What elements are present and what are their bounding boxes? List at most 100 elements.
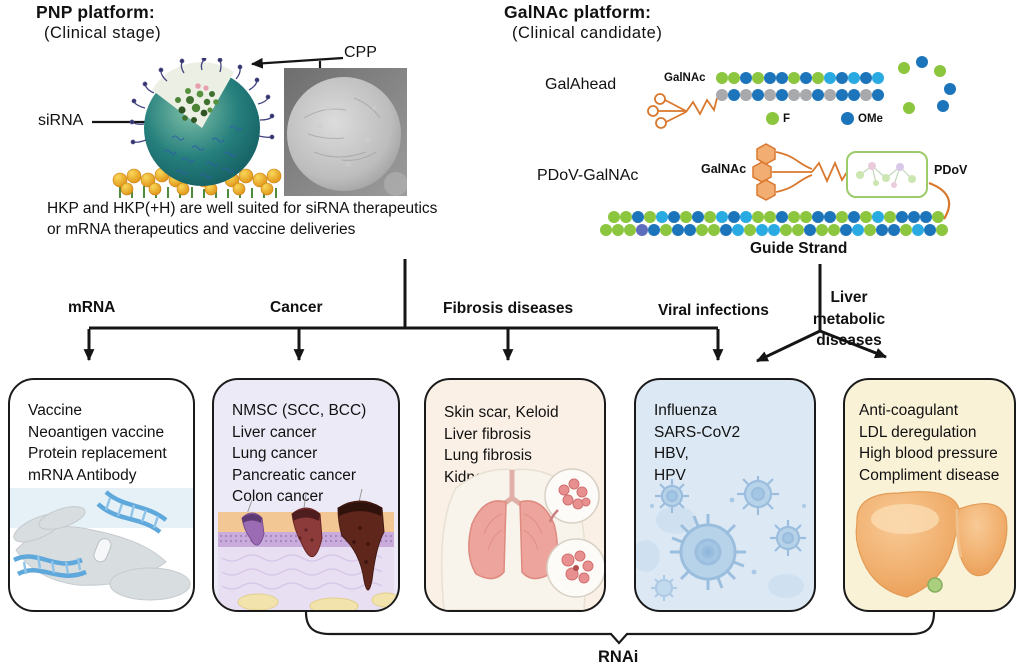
nucleotide-bead [872, 89, 884, 101]
nucleotide-bead [632, 211, 644, 223]
nucleotide-bead [720, 224, 732, 236]
box-item-label: Liver fibrosis [444, 425, 531, 443]
nucleotide-bead [896, 211, 908, 223]
box-item-label: Colon cancer [232, 488, 324, 506]
sirna-cluster [175, 83, 219, 123]
box-item-label: NMSC (SCC, BCC) [232, 402, 367, 419]
nucleotide-bead [800, 211, 812, 223]
galahead-label: GalAhead [545, 76, 617, 93]
nucleotide-bead [920, 211, 932, 223]
nucleotide-bead [800, 89, 812, 101]
nucleotide-bead [824, 89, 836, 101]
box-item-label: Influenza [654, 402, 717, 419]
galahead-top-strand [716, 72, 884, 84]
galahead-linker [647, 93, 718, 129]
nucleotide-bead [732, 224, 744, 236]
nucleotide-bead [752, 89, 764, 101]
galnac-platform-title: GalNAc platform: [504, 2, 652, 22]
pdov-label: PDoV [934, 163, 968, 177]
nucleotide-bead [924, 224, 936, 236]
nucleotide-bead [848, 89, 860, 101]
pdov-molecule-icon [856, 162, 916, 188]
nucleotide-bead [800, 72, 812, 84]
nucleotide-bead [836, 89, 848, 101]
box-item-label: HPV [654, 466, 686, 484]
nucleotide-bead [852, 224, 864, 236]
legend-f: F [766, 112, 790, 125]
cpp-label: CPP [344, 44, 377, 61]
nucleotide-bead [680, 211, 692, 223]
box-item-label: Neoantigen vaccine [28, 423, 165, 441]
nucleotide-bead [600, 224, 612, 236]
capsule-icon [93, 538, 112, 563]
pnp-platform-subtitle: (Clinical stage) [44, 24, 162, 42]
legend-f-label: F [783, 112, 791, 125]
nucleotide-bead [860, 72, 872, 84]
branch-label-fibrosis: Fibrosis diseases [443, 300, 574, 317]
nucleotide-bead [804, 224, 816, 236]
nucleotide-bead-loop [898, 62, 910, 74]
pnp-platform-title: PNP platform: [36, 2, 155, 22]
nucleotide-bead [884, 211, 896, 223]
nucleotide-bead-loop [903, 102, 915, 114]
nucleotide-bead [792, 224, 804, 236]
nucleotide-bead [704, 211, 716, 223]
nucleotide-bead [716, 89, 728, 101]
nucleotide-bead [716, 211, 728, 223]
pdov-galnac-label: GalNAc [701, 162, 747, 176]
nucleotide-bead [776, 211, 788, 223]
rnai-label: RNAi [598, 648, 639, 666]
legend-ome: OMe [841, 112, 883, 125]
box-item-label: Lung cancer [232, 445, 318, 463]
box-item-label: High blood pressure [859, 445, 998, 463]
box-item-label: Anti-coagulant [859, 402, 959, 419]
nucleotide-bead [876, 224, 888, 236]
nucleotide-bead [788, 211, 800, 223]
nucleotide-bead [644, 211, 656, 223]
nucleotide-bead [696, 224, 708, 236]
nucleotide-bead [636, 224, 648, 236]
liver-right-lobe [956, 502, 1008, 577]
branch-label-liver-metabolic: Liver metabolic diseases [812, 289, 886, 349]
nucleotide-bead [740, 72, 752, 84]
nucleotide-bead [912, 224, 924, 236]
sirna-label: siRNA [38, 112, 84, 129]
virus-illustration [636, 476, 806, 601]
nucleotide-bead [764, 72, 776, 84]
box-item-label: Pancreatic cancer [232, 466, 357, 484]
nucleotide-bead [776, 72, 788, 84]
nucleotide-bead [612, 224, 624, 236]
box-item-label: Vaccine [28, 402, 82, 419]
gallbladder [927, 577, 943, 593]
guide-strand-label: Guide Strand [750, 240, 848, 257]
nucleotide-bead [824, 211, 836, 223]
ome-bead-icon [841, 112, 854, 125]
pnp-nanoparticle-illustration [112, 58, 282, 198]
nucleotide-bead-loop [944, 83, 956, 95]
virus-particles [651, 476, 806, 601]
nucleotide-bead [744, 224, 756, 236]
nucleotide-bead [840, 224, 852, 236]
inner-peptides [163, 125, 243, 179]
nucleotide-bead [836, 72, 848, 84]
nucleotide-bead [728, 211, 740, 223]
nucleotide-bead [860, 89, 872, 101]
nucleotide-bead [872, 72, 884, 84]
galnac-platform-subtitle: (Clinical candidate) [512, 24, 663, 42]
nucleotide-bead [888, 224, 900, 236]
nucleotide-bead [672, 224, 684, 236]
nucleotide-bead [848, 72, 860, 84]
pdov-top-strand [608, 211, 944, 223]
nucleotide-bead-loop [934, 65, 946, 77]
galahead-bottom-strand [716, 89, 884, 101]
pdov-galnac-row-label: PDoV-GalNAc [537, 167, 639, 184]
nucleotide-bead [860, 211, 872, 223]
nucleotide-bead [788, 72, 800, 84]
nucleotide-bead [684, 224, 696, 236]
sem-micrograph [284, 68, 407, 196]
